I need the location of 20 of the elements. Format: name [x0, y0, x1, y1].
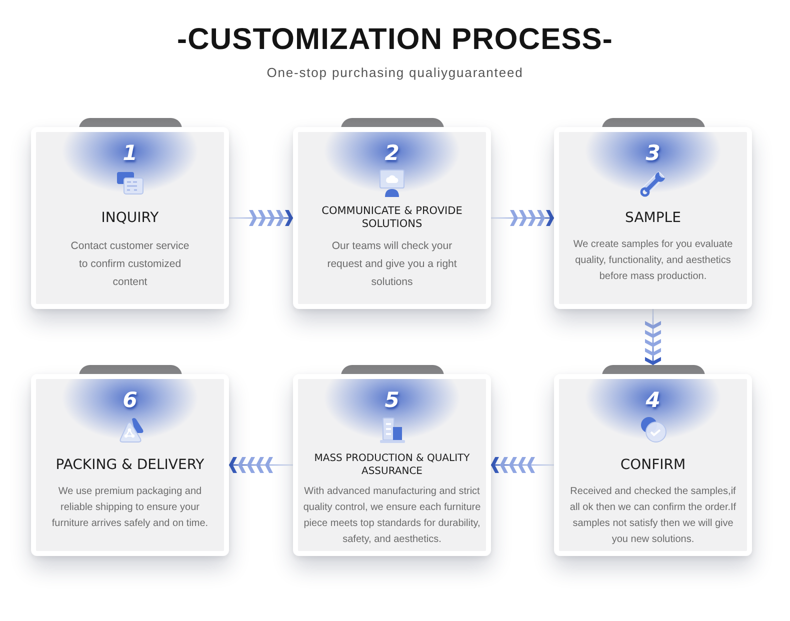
step-title: PACKING & DELIVERY	[56, 456, 204, 474]
step-number: 1	[122, 140, 138, 167]
step-description: Received and checked the samples,if all ok then we can confirm the order.If samples not satisfy then we will give you new solutions.	[568, 485, 738, 547]
step-description: We use premium packaging and reliable shipping to ensure your furniture arrives safely and on time.	[50, 485, 210, 531]
step-title: SAMPLE	[625, 209, 681, 227]
step-number: 6	[122, 387, 138, 414]
step-description: With advanced manufacturing and strict quality control, we ensure each furniture piece meets top standards for durability, safety, and aesthetics.	[302, 485, 482, 547]
subtitle: One-stop purchasing qualiyguaranteed	[266, 64, 524, 82]
step-number: 5	[384, 387, 400, 414]
step-title: INQUIRY	[101, 209, 159, 227]
step-number: 4	[646, 387, 660, 414]
step-description: Contact customer service to confirm customized content	[70, 239, 190, 290]
step-title: MASS PRODUCTION & QUALITY ASSURANCE	[313, 452, 471, 478]
step-description: We create samples for you evaluate quality, functionality, and aesthetics before mass production.	[572, 238, 734, 284]
step-description: Our teams will check your request and give you a right solutions	[326, 239, 458, 290]
step-number: 3	[646, 140, 660, 167]
page-title: -CUSTOMIZATION PROCESS-	[176, 22, 614, 58]
step-title: COMMUNICATE & PROVIDE SOLUTIONS	[320, 205, 464, 231]
step-number: 2	[384, 140, 400, 167]
step-title: CONFIRM	[620, 456, 686, 474]
